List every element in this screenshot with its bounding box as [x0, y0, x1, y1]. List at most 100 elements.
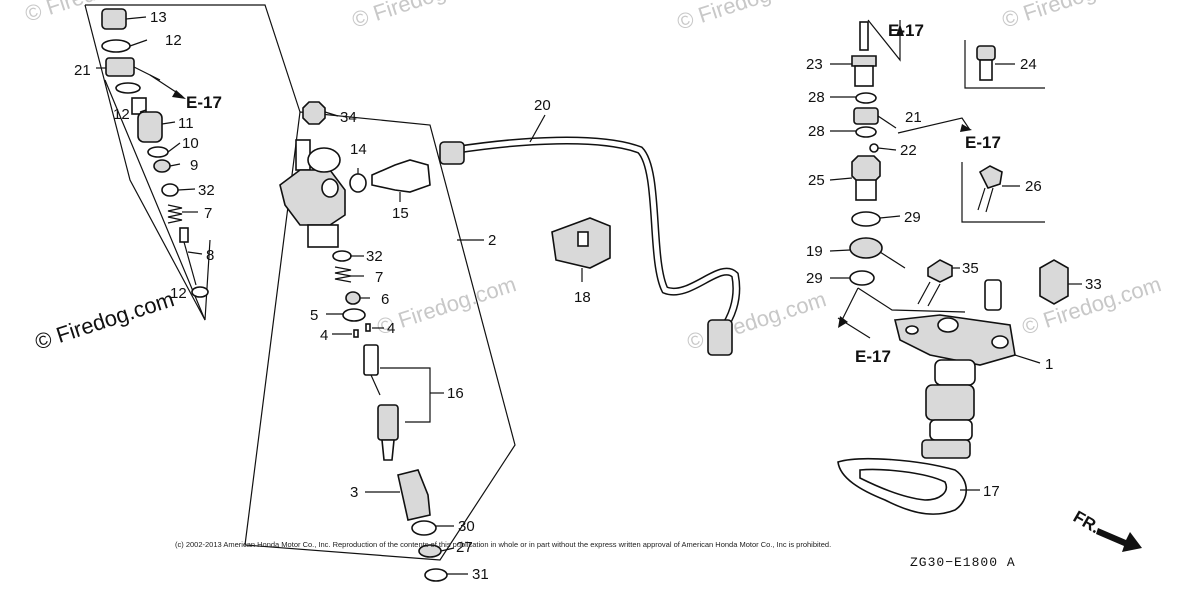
- part-32-seat: [332, 250, 352, 262]
- callout-9: 9: [190, 157, 198, 174]
- callout-16: 16: [447, 385, 464, 402]
- callout-7: 7: [204, 205, 212, 222]
- diagram-code: ZG30−E1800 A: [910, 555, 1016, 570]
- callout-28: 28: [808, 123, 825, 140]
- copyright-notice: (c) 2002-2013 American Honda Motor Co., …: [175, 540, 831, 549]
- callout-15: 15: [392, 205, 409, 222]
- callout-1: 1: [1045, 356, 1053, 373]
- part-30-washer: [411, 520, 437, 536]
- reference-e17: E-17: [965, 133, 1001, 152]
- part-8-needle: [179, 227, 209, 298]
- part-29-washer: [849, 270, 875, 286]
- part-1-injection-pump: [894, 279, 1016, 459]
- part-13-cap: [101, 8, 127, 30]
- part-7-spring: [334, 266, 352, 283]
- callout-12: 12: [170, 285, 187, 302]
- callout-6: 6: [381, 291, 389, 308]
- callout-23: 23: [806, 56, 823, 73]
- callout-12: 12: [165, 32, 182, 49]
- callout-29: 29: [806, 270, 823, 287]
- callout-3: 3: [350, 484, 358, 501]
- part-21-eye-bolt: [105, 57, 161, 81]
- part-33-clip: [1039, 259, 1069, 305]
- part-28-washer: [855, 92, 877, 104]
- part-35-bolt: [917, 259, 953, 307]
- callout-5: 5: [310, 307, 318, 324]
- callout-26: 26: [1025, 178, 1042, 195]
- callout-20: 20: [534, 97, 551, 114]
- part-17-gasket: [837, 457, 968, 515]
- callout-21: 21: [905, 109, 922, 126]
- callout-22: 22: [900, 142, 917, 159]
- reference-e17: E-17: [888, 21, 924, 40]
- watermark: © Firedog.com: [22, 0, 167, 27]
- part-19-banjo: [849, 237, 906, 269]
- callout-18: 18: [574, 289, 591, 306]
- part-14-washer: [349, 173, 367, 193]
- part-10-spring-washer: [147, 146, 169, 158]
- callout-24: 24: [1020, 56, 1037, 73]
- callout-4: 4: [320, 327, 328, 344]
- callout-14: 14: [350, 141, 367, 158]
- part-31-washer: [424, 568, 448, 582]
- callout-19: 19: [806, 243, 823, 260]
- callout-33: 33: [1085, 276, 1102, 293]
- callout-2: 2: [488, 232, 496, 249]
- reference-labels: E-17 E-17 E-17 E-17: [186, 21, 1001, 366]
- callout-10: 10: [182, 135, 199, 152]
- callout-29: 29: [904, 209, 921, 226]
- callout-32: 32: [366, 248, 383, 265]
- callout-28: 28: [808, 89, 825, 106]
- callout-labels: 13 12 21 12 11 10 9 32 7 8 12 34 14 15 2…: [74, 9, 1102, 583]
- callout-4: 4: [387, 320, 395, 337]
- part-20-fuel-pipe: [439, 114, 741, 356]
- part-9-valve: [153, 159, 171, 173]
- part-7-spring: [167, 204, 183, 224]
- callout-8: 8: [206, 247, 214, 264]
- part-25-holder: [851, 155, 881, 201]
- part-5-plate: [342, 308, 366, 322]
- part-6-seat: [345, 291, 361, 305]
- callout-25: 25: [808, 172, 825, 189]
- part-11-holder: [131, 97, 163, 143]
- callout-32: 32: [198, 182, 215, 199]
- part-23-bleed-screw: [851, 21, 877, 87]
- part-3-nozzle-nut: [397, 469, 431, 521]
- reference-e17: E-17: [855, 347, 891, 366]
- watermark: © Firedog.com: [674, 0, 819, 35]
- callout-13: 13: [150, 9, 167, 26]
- part-29-washer: [851, 211, 881, 227]
- leader-lines: [96, 16, 484, 575]
- watermark: © Firedog.com: [349, 0, 494, 33]
- callout-34: 34: [340, 109, 357, 126]
- part-32-seat: [161, 183, 179, 197]
- callout-30: 30: [458, 518, 475, 535]
- part-18-clamp: [551, 217, 611, 282]
- part-22-ball: [869, 143, 879, 153]
- callout-21: 21: [74, 62, 91, 79]
- watermark: © Firedog.com: [684, 286, 829, 354]
- watermark: © Firedog.com: [374, 271, 519, 339]
- reference-e17: E-17: [186, 93, 222, 112]
- part-34-nut: [302, 101, 326, 125]
- callout-11: 11: [178, 115, 194, 132]
- callout-27: 27: [456, 539, 473, 556]
- part-15-fitting: [371, 159, 431, 193]
- callout-17: 17: [983, 483, 1000, 500]
- callout-7: 7: [375, 269, 383, 286]
- watermark: © Firedog.com: [32, 286, 177, 354]
- part-28-washer: [855, 126, 877, 138]
- right-frame: [829, 19, 1082, 491]
- part-21-eye-bolt: [853, 107, 897, 129]
- left-frame: [84, 4, 516, 561]
- callout-31: 31: [472, 566, 489, 583]
- watermark: © Firedog.com: [999, 0, 1144, 33]
- part-24-bolt: [976, 45, 996, 81]
- part-16-nozzle: [363, 344, 399, 461]
- reference-arrow: [149, 74, 186, 99]
- front-direction-indicator: FR.: [1070, 507, 1142, 552]
- callout-12: 12: [113, 106, 130, 123]
- part-4-pin: [353, 323, 371, 338]
- part-26-bolt: [977, 165, 1003, 213]
